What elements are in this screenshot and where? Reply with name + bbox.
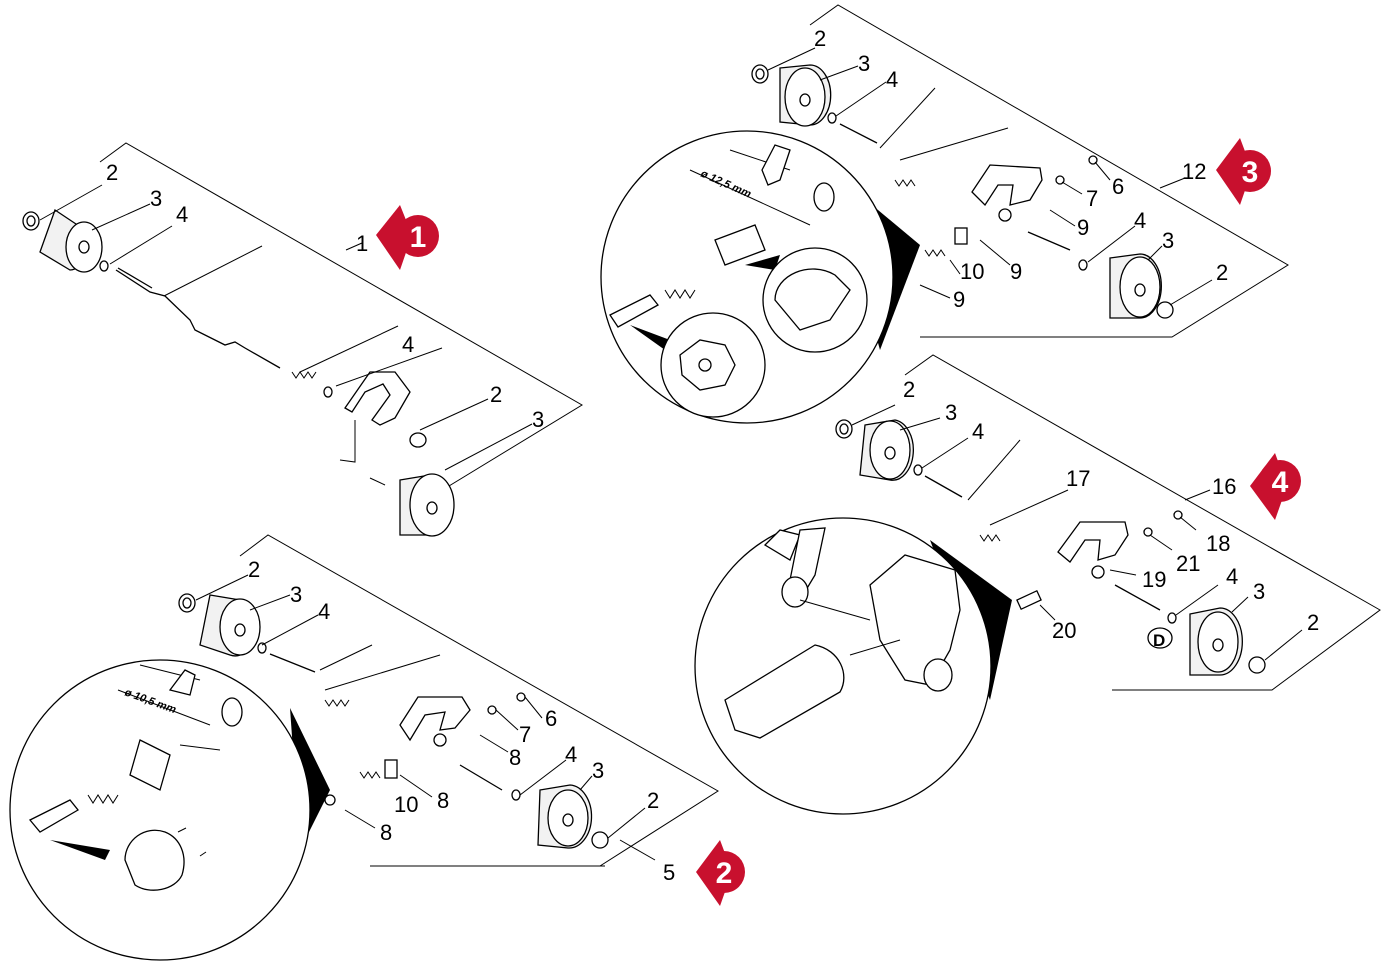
part-label: 3: [945, 400, 957, 425]
part-label: 8: [509, 745, 521, 770]
assembly-4: D 2 3 4 17 18 21 19 4 3 20 2 16: [694, 354, 1381, 815]
wheel-part: [859, 419, 914, 481]
nut-part: [178, 593, 196, 613]
svg-text:4: 4: [1272, 466, 1289, 499]
detail-zoom-circle: ø 10,5 mm: [9, 659, 330, 961]
part-label: 2: [248, 557, 260, 582]
part-label: 3: [1162, 228, 1174, 253]
assembly-badge-1: 1: [376, 205, 439, 270]
part-label: 10: [394, 792, 418, 817]
assembly-2: 2 3 4 6 7 8 8 10 8 4 3 2 5 ø 10,5 mm: [9, 534, 745, 961]
detail-zoom-circle: ø 12,5 mm: [600, 130, 920, 424]
nut-part: [751, 64, 769, 84]
assembly-ref-label: 16: [1212, 474, 1236, 499]
nut-part: [835, 419, 853, 439]
part-label: 9: [953, 287, 965, 312]
part-label: 4: [886, 67, 898, 92]
part-label: 2: [106, 160, 118, 185]
part-label: 4: [972, 419, 984, 444]
part-label: 3: [1253, 579, 1265, 604]
detail-zoom-circle: [694, 517, 1012, 815]
assembly-1: 2 3 4 4 2 3 1 1: [22, 142, 583, 537]
part-label: 21: [1176, 551, 1200, 576]
wheel-part: [399, 473, 455, 537]
assembly-ref-label: 5: [663, 860, 675, 885]
wheel-part: [199, 594, 261, 657]
svg-text:3: 3: [1242, 156, 1259, 189]
part-label: 3: [290, 582, 302, 607]
part-label: 3: [150, 186, 162, 211]
part-label: 4: [318, 599, 330, 624]
part-label: 8: [437, 788, 449, 813]
part-label: 4: [1226, 564, 1238, 589]
part-label: 4: [176, 202, 188, 227]
assembly-badge-2: 2: [696, 840, 745, 906]
part-label: 3: [592, 758, 604, 783]
part-label: 2: [1216, 260, 1228, 285]
part-label: 2: [903, 377, 915, 402]
assembly-badge-3: 3: [1216, 138, 1271, 205]
assembly-ref-label: 1: [356, 231, 368, 256]
part-label: 19: [1142, 567, 1166, 592]
part-label: 4: [1134, 208, 1146, 233]
part-label: 3: [858, 51, 870, 76]
nut-part: [22, 211, 40, 231]
part-label: 6: [1112, 174, 1124, 199]
wheel-part: [537, 784, 593, 849]
marking-label: D: [1153, 631, 1165, 650]
washer-part: [99, 260, 109, 272]
part-label: 2: [647, 788, 659, 813]
part-label: 2: [1307, 610, 1319, 635]
assembly-3: 2 3 4 6 7 9 4 3 9 10 9 2 12 ø 12,5 mm: [600, 4, 1289, 424]
part-label: 7: [1086, 186, 1098, 211]
wheel-part: [779, 64, 832, 127]
part-label: 6: [545, 706, 557, 731]
part-label: 18: [1206, 531, 1230, 556]
part-label: 9: [1010, 259, 1022, 284]
wheel-part: [39, 208, 103, 273]
part-label: 20: [1052, 618, 1076, 643]
wheel-part: [1109, 253, 1162, 319]
part-label: 2: [814, 26, 826, 51]
assembly-ref-label: 12: [1182, 159, 1206, 184]
part-label: 9: [1077, 215, 1089, 240]
svg-text:2: 2: [716, 857, 733, 890]
part-label: 17: [1066, 466, 1090, 491]
part-label: 10: [960, 259, 984, 284]
part-label: 4: [565, 742, 577, 767]
part-label: 8: [380, 820, 392, 845]
part-label: 3: [532, 407, 544, 432]
wheel-part: [1189, 607, 1243, 676]
svg-text:1: 1: [410, 221, 427, 254]
part-label: 2: [490, 382, 502, 407]
assembly-badge-4: 4: [1250, 453, 1301, 520]
part-label: 4: [402, 332, 414, 357]
part-label: 7: [519, 722, 531, 747]
